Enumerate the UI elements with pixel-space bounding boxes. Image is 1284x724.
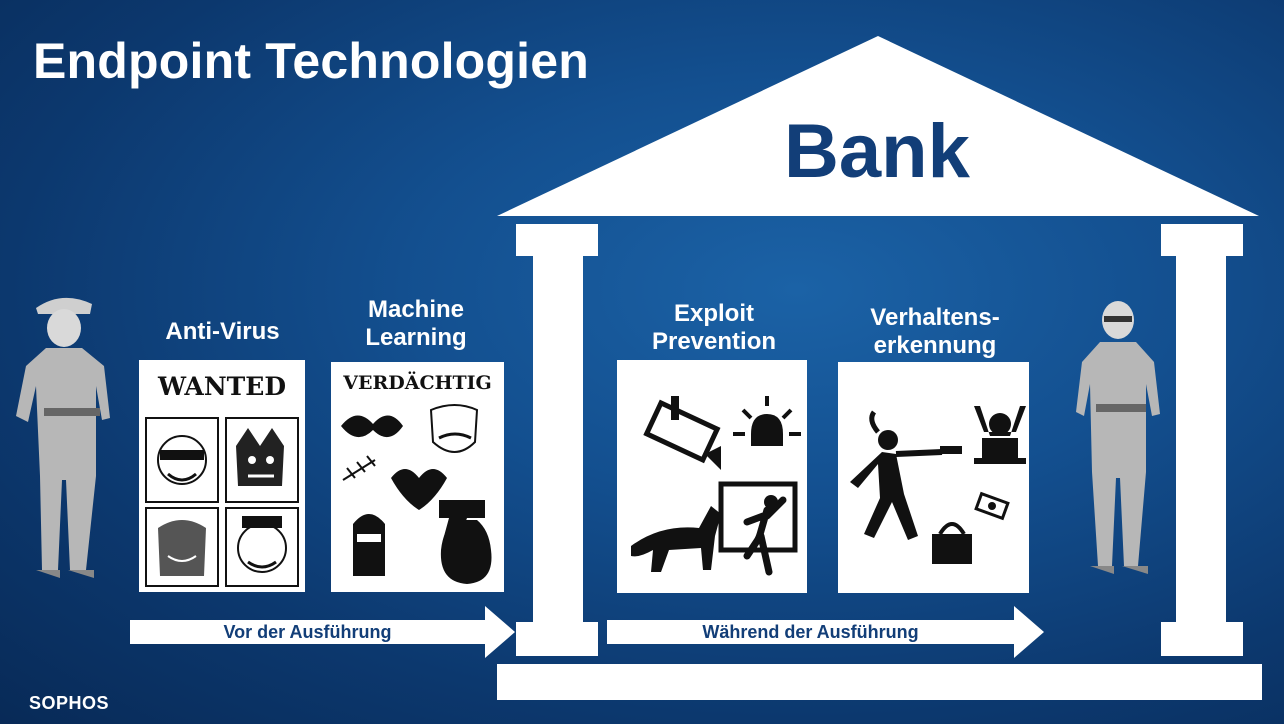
page-title: Endpoint Technologien — [33, 33, 589, 89]
mugshots-image — [145, 417, 299, 587]
right-column-shaft — [1176, 256, 1226, 622]
suspicious-poster: VERDÄCHTIG — [331, 362, 504, 592]
suspicious-items-image — [341, 404, 492, 584]
bag-icon — [932, 522, 972, 564]
bank-foundation — [497, 664, 1262, 700]
label-exploit-line1: Exploit — [673, 300, 754, 327]
label-ml-line1: Machine — [367, 296, 465, 323]
security-guard-right-icon — [1076, 301, 1160, 574]
hostage-icon — [974, 406, 1026, 464]
left-column-shaft — [533, 256, 583, 622]
left-column-base — [516, 622, 598, 656]
alarm-icon — [733, 396, 801, 446]
label-exploit-prevention: Exploit Prevention — [620, 300, 808, 356]
robber-icon — [850, 410, 962, 540]
break-in-icon — [718, 481, 798, 576]
suspicious-title: VERDÄCHTIG — [343, 372, 492, 394]
wanted-poster: WANTED — [139, 360, 305, 592]
money-icon — [974, 491, 1010, 521]
sophos-logo: SOPHOS — [29, 693, 110, 713]
bank-roof — [497, 36, 1259, 216]
left-column-capital — [516, 224, 598, 256]
right-column-capital — [1161, 224, 1243, 256]
label-exploit-line2: Prevention — [651, 328, 777, 355]
arrow-during-execution — [607, 606, 1044, 658]
label-verhaltenserkennung: Verhaltens- erkennung — [830, 304, 1040, 360]
guard-dog-icon — [631, 506, 721, 572]
label-anti-virus: Anti-Virus — [140, 318, 305, 346]
label-machine-learning: Machine Learning — [330, 296, 502, 352]
exploit-icons — [631, 396, 801, 576]
bank-label: Bank — [784, 109, 970, 194]
arrow-during-label: Während der Ausführung — [702, 622, 919, 642]
right-column-base — [1161, 622, 1243, 656]
label-ml-line2: Learning — [365, 324, 467, 351]
behavior-card — [838, 362, 1029, 593]
label-behavior-line1: Verhaltens- — [870, 304, 1000, 331]
exploit-card — [617, 360, 807, 593]
label-anti-virus-text: Anti-Virus — [165, 318, 280, 345]
wanted-title: WANTED — [157, 372, 287, 401]
label-behavior-line2: erkennung — [873, 332, 997, 359]
mask-icon — [341, 415, 403, 438]
security-guard-left-icon — [16, 297, 110, 578]
camera-icon — [643, 396, 721, 470]
behavior-icons — [850, 406, 1026, 564]
arrow-before-label: Vor der Ausführung — [223, 622, 392, 642]
arrow-before-execution — [130, 606, 515, 658]
